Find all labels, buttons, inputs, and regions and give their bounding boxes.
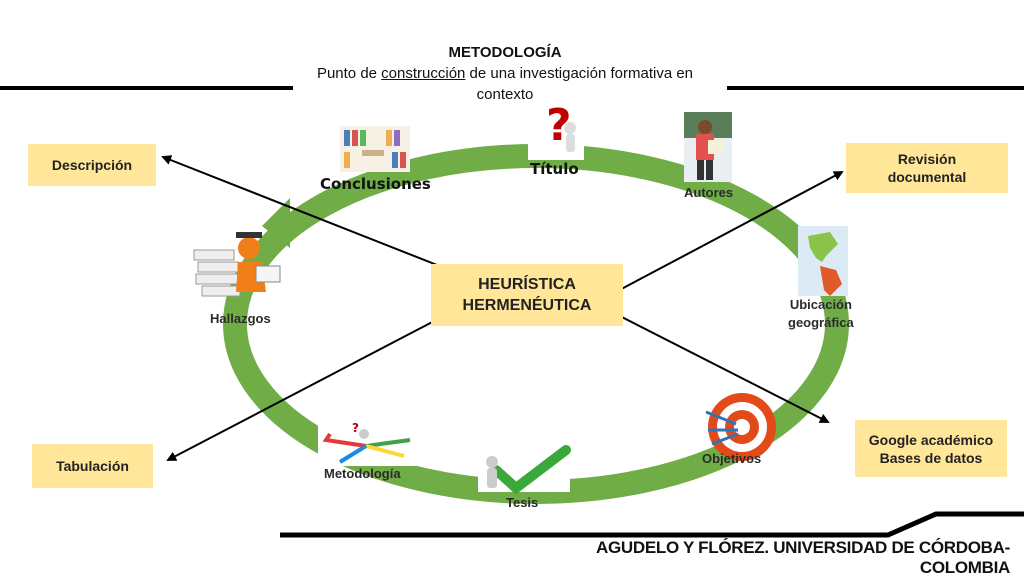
center-box-line1: HEURÍSTICA: [478, 276, 576, 293]
bookshelf-icon: [340, 126, 410, 172]
box-descripcion-label: Descripción: [51, 157, 133, 173]
arrow-to-google: [611, 311, 830, 423]
box-tabulacion: Tabulación: [32, 444, 153, 488]
label-metodologia: Metodología: [324, 466, 401, 481]
page-title: METODOLOGÍA Punto de construcción de una…: [270, 42, 740, 105]
checkmark-figure-icon: [478, 445, 571, 495]
arrow-to-revision: [611, 171, 844, 295]
box-revision-documental: Revisión documental: [846, 143, 1008, 193]
arrow-to-descripcion: [161, 155, 471, 279]
graduate-reading-books-icon: [193, 232, 281, 297]
center-box-line2: HERMENÉUTICA: [462, 297, 592, 314]
label-ubicacion-line2: geográfica: [788, 315, 854, 330]
subtitle-post: de una investigación formativa en: [465, 65, 694, 82]
box-google-line2: Bases de datos: [879, 449, 983, 466]
box-tabulacion-label: Tabulación: [56, 458, 129, 474]
footer-rule: [280, 511, 1024, 538]
subtitle-line1: Punto de construcción de una investigaci…: [270, 63, 740, 84]
label-conclusiones: Conclusiones: [320, 175, 431, 193]
label-autores: Autores: [684, 185, 734, 200]
box-revision-line2: documental: [887, 169, 967, 185]
cycle-ring-arrowhead: [262, 198, 290, 248]
title-text: METODOLOGÍA: [448, 44, 562, 61]
box-google-line1: Google académico: [868, 431, 994, 448]
subtitle-underlined: construcción: [381, 65, 466, 82]
label-titulo: Título: [530, 160, 579, 178]
label-hallazgos: Hallazgos: [210, 311, 271, 326]
question-mark-figure-icon: ?: [528, 100, 584, 160]
label-ubicacion: Ubicación geográfica: [788, 296, 854, 332]
arrow-to-tabulacion: [166, 317, 441, 461]
box-google-academico: Google académico Bases de datos: [855, 420, 1007, 477]
crossroads-arrows-icon: ?: [318, 420, 416, 466]
footer-credit: AGUDELO Y FLÓREZ. UNIVERSIDAD DE CÓRDOBA…: [596, 538, 1010, 577]
americas-map-icon: [798, 226, 848, 296]
target-darts-icon: [705, 393, 776, 461]
label-objetivos: Objetivos: [702, 451, 762, 466]
label-tesis: Tesis: [506, 495, 539, 510]
subtitle-pre: Punto de: [316, 65, 382, 82]
svg-text:?: ?: [352, 421, 359, 435]
subtitle-line2: contexto: [476, 86, 534, 103]
presenter-person-icon: [684, 112, 732, 182]
box-descripcion: Descripción: [28, 144, 156, 186]
center-box: HEURÍSTICA HERMENÉUTICA: [431, 264, 623, 326]
label-ubicacion-line1: Ubicación: [789, 297, 852, 312]
box-revision-line1: Revisión: [897, 151, 957, 167]
